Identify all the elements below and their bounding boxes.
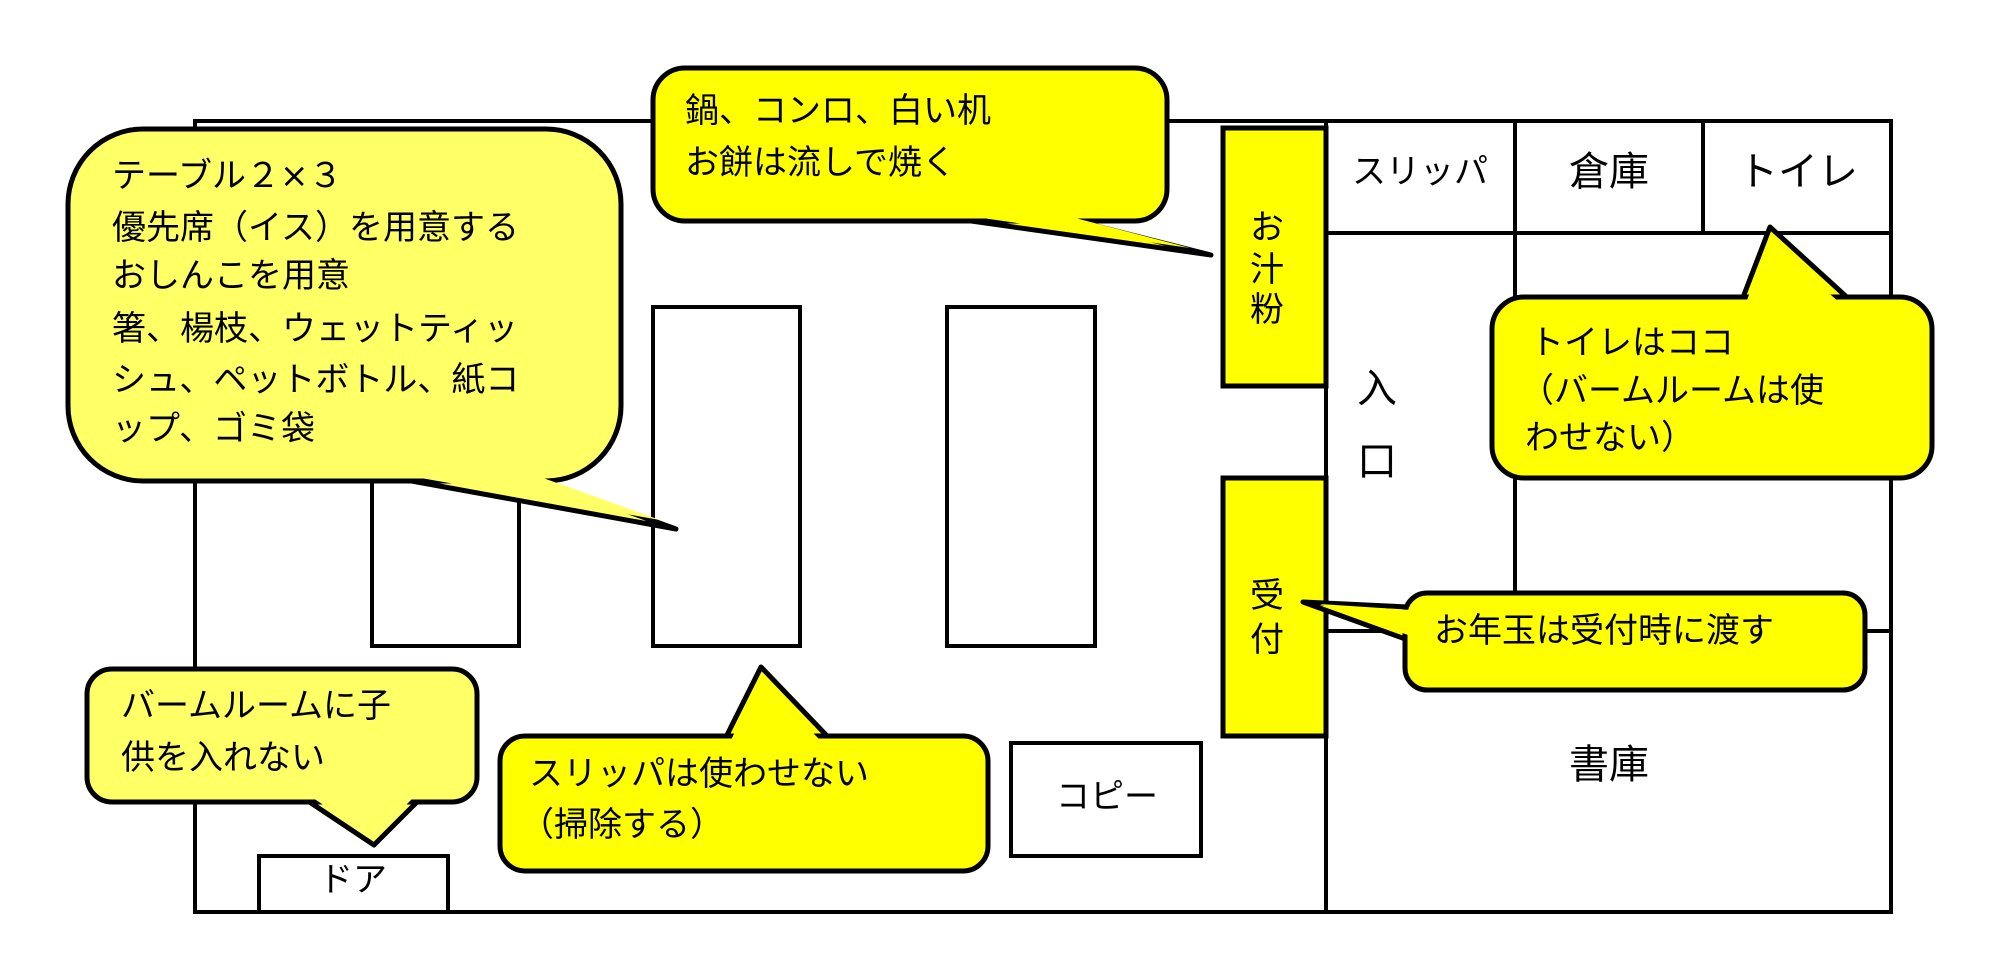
note-bubble-tables: テーブル２×３ 優先席（イス）を用意する おしんこを用意 箸、楊枝、ウェットティ…: [65, 126, 679, 532]
door: [257, 854, 450, 914]
svg-text:鍋、コンロ、白い机: 鍋、コンロ、白い机: [685, 91, 991, 131]
door-label: ドア: [319, 860, 387, 900]
entrance-label: 入: [1357, 366, 1397, 412]
svg-text:ップ、ゴミ袋: ップ、ゴミ袋: [112, 409, 315, 449]
copy-label: コピー: [1056, 777, 1158, 817]
room-storage: 倉庫: [1569, 149, 1649, 195]
svg-text:シュ、ペットボトル、紙コ: シュ、ペットボトル、紙コ: [112, 360, 519, 400]
room-library: 書庫: [1569, 742, 1649, 788]
svg-text:テーブル２×３: テーブル２×３: [112, 156, 342, 196]
note-bubble-otoshidama: お年玉は受付時に渡す: [1300, 590, 1868, 693]
entrance-label: 口: [1357, 439, 1397, 485]
svg-text:供を入れない: 供を入れない: [121, 738, 325, 778]
oshiruko-label: 粉: [1250, 290, 1284, 330]
oshiruko-label: 汁: [1250, 250, 1284, 290]
svg-text:優先席（イス）を用意する: 優先席（イス）を用意する: [112, 208, 519, 248]
svg-text:箸、楊枝、ウェットティッ: 箸、楊枝、ウェットティッ: [112, 309, 518, 349]
note-bubble-kitchen: 鍋、コンロ、白い机 お餅は流しで焼く: [650, 65, 1214, 258]
reception-label: 受: [1250, 576, 1284, 616]
room-slippers: スリッパ: [1352, 152, 1488, 192]
table: [945, 305, 1097, 648]
reception-label: 付: [1250, 620, 1284, 660]
oshiruko-station: [1220, 125, 1329, 389]
svg-text:（バームルームは使: （バームルームは使: [1520, 371, 1824, 411]
svg-text:（掃除する）: （掃除する）: [520, 805, 724, 845]
room-toilet: トイレ: [1738, 149, 1858, 195]
copy-machine: [1009, 741, 1203, 858]
svg-text:スリッパは使わせない: スリッパは使わせない: [529, 754, 869, 794]
svg-text:バームルームに子: バームルームに子: [121, 686, 391, 726]
note-bubble-toilet: トイレはココ （バームルームは使 わせない）: [1489, 224, 1935, 481]
svg-text:お年玉は受付時に渡す: お年玉は受付時に渡す: [1434, 611, 1774, 651]
note-bubble-balm-room: バームルームに子 供を入れない: [84, 666, 480, 848]
note-bubble-slippers: スリッパは使わせない （掃除する）: [497, 664, 991, 874]
svg-text:おしんこを用意: おしんこを用意: [112, 256, 350, 296]
svg-text:お餅は流しで焼く: お餅は流しで焼く: [685, 143, 956, 183]
oshiruko-label: お: [1250, 208, 1284, 248]
table: [651, 305, 802, 648]
reception-station: [1220, 475, 1329, 739]
svg-text:わせない）: わせない）: [1525, 418, 1695, 458]
svg-text:トイレはココ: トイレはココ: [1530, 323, 1734, 363]
